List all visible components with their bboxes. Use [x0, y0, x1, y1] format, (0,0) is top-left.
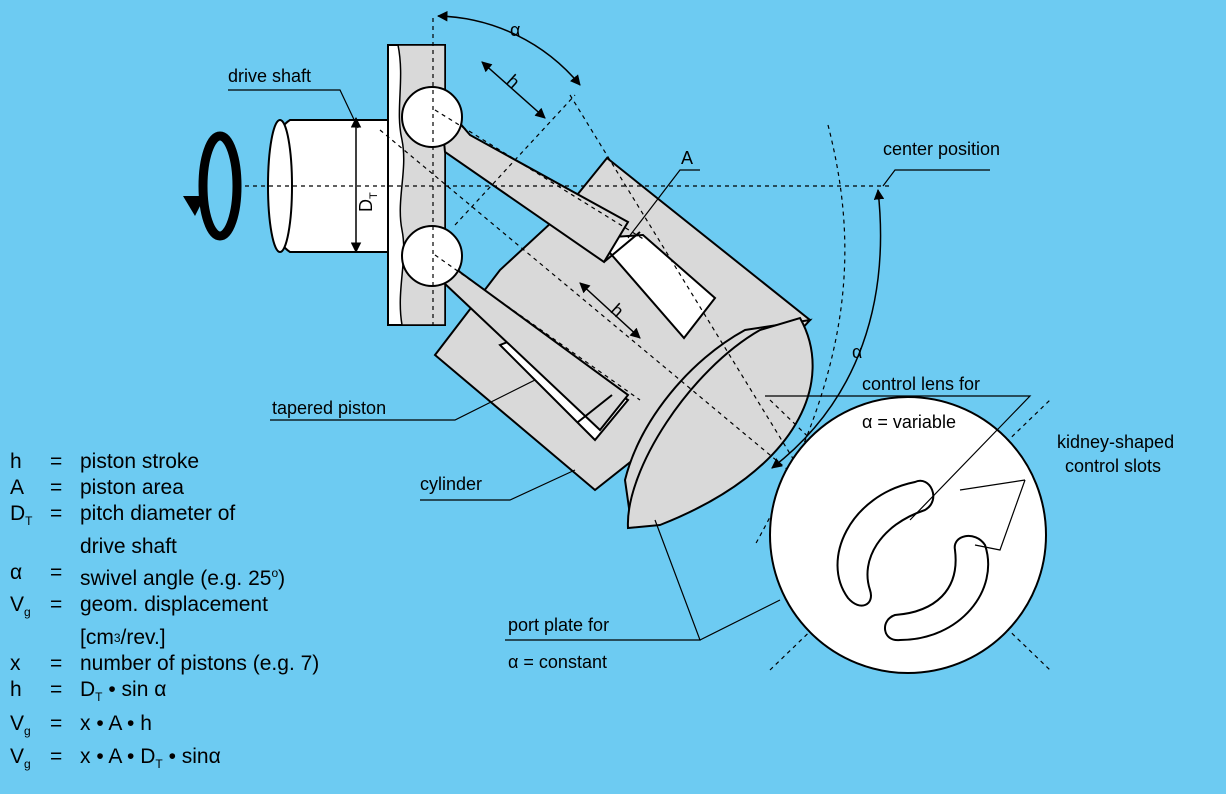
label-alpha-right: α	[852, 342, 862, 362]
label-tapered-piston: tapered piston	[272, 398, 386, 418]
legend-row-a: A=piston area	[10, 476, 184, 499]
control-disc	[769, 396, 1047, 674]
legend-row-h: h=piston stroke	[10, 450, 200, 473]
label-dt-sub: T	[368, 192, 380, 199]
formula-vg-2: Vg=x • A • DT • sinα	[10, 744, 221, 771]
rotation-arrow-icon	[183, 131, 242, 241]
legend-row-dt-cont: drive shaft	[80, 535, 177, 559]
legend-row-x: x=number of pistons (e.g. 7)	[10, 652, 320, 676]
label-center-position: center position	[883, 139, 1000, 159]
label-dt: D T	[356, 192, 380, 212]
label-control-lens-1: control lens for	[862, 374, 980, 394]
label-port-plate-2: α = constant	[508, 652, 607, 672]
label-cylinder: cylinder	[420, 474, 482, 494]
control-lens	[623, 316, 814, 530]
label-drive-shaft: drive shaft	[228, 66, 311, 86]
label-alpha-top: α	[510, 20, 520, 40]
label-a: A	[681, 148, 693, 168]
label-control-lens-2: α = variable	[862, 412, 956, 432]
piston-lower	[401, 225, 630, 432]
formula-h: h=DT • sin α	[10, 678, 167, 705]
legend-row-dt: DT=pitch diameter of	[10, 502, 236, 529]
dimension-arrows	[350, 10, 885, 469]
label-kidney-1: kidney-shaped	[1057, 432, 1174, 452]
label-port-plate-1: port plate for	[508, 615, 609, 635]
formula-vg-1: Vg=x • A • h	[10, 711, 152, 738]
legend-row-vg: Vg=geom. displacement	[10, 593, 268, 620]
legend: h=piston stroke A=piston area DT=pitch d…	[10, 449, 319, 777]
label-kidney-2: control slots	[1065, 456, 1161, 476]
label-dt-main: D	[356, 199, 376, 212]
legend-row-alpha: α=swivel angle (e.g. 25o)	[10, 561, 286, 591]
leader-lines	[228, 89, 1032, 641]
